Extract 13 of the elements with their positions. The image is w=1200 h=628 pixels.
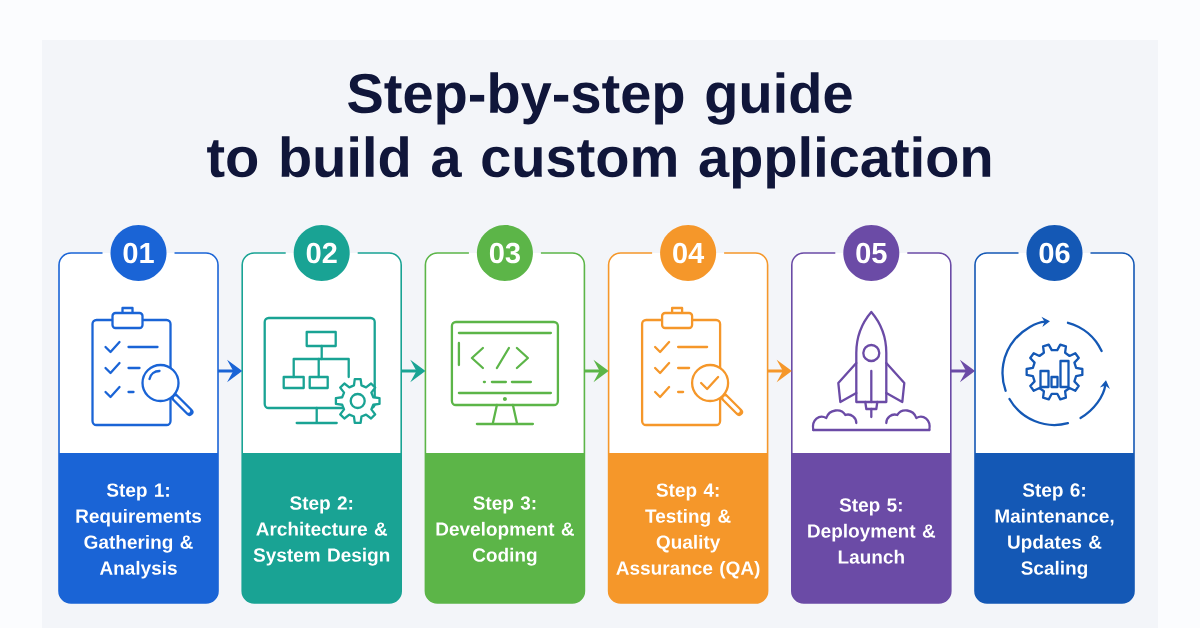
number-badge: 01: [110, 225, 167, 281]
step-banner: Step 4: Testing & Quality Assurance (QA): [608, 453, 768, 603]
number-badge: 02: [293, 225, 350, 281]
number-badge: 06: [1026, 225, 1083, 281]
number-badge: 05: [843, 225, 900, 281]
step-banner: Step 6: Maintenance, Updates & Scaling: [975, 453, 1134, 603]
step-banner: Step 3: Development & Coding: [425, 453, 585, 603]
step-banner: Step 5: Deployment & Launch: [791, 453, 951, 603]
step-banner: Step 2: Architecture & System Design: [242, 453, 402, 603]
title: Step-by-step guide to build a custom application: [207, 72, 991, 189]
step-banner: Step 1: Requirements Gathering & Analysis: [59, 453, 218, 603]
number-badge: 03: [476, 225, 533, 281]
number-badge: 04: [660, 225, 717, 281]
